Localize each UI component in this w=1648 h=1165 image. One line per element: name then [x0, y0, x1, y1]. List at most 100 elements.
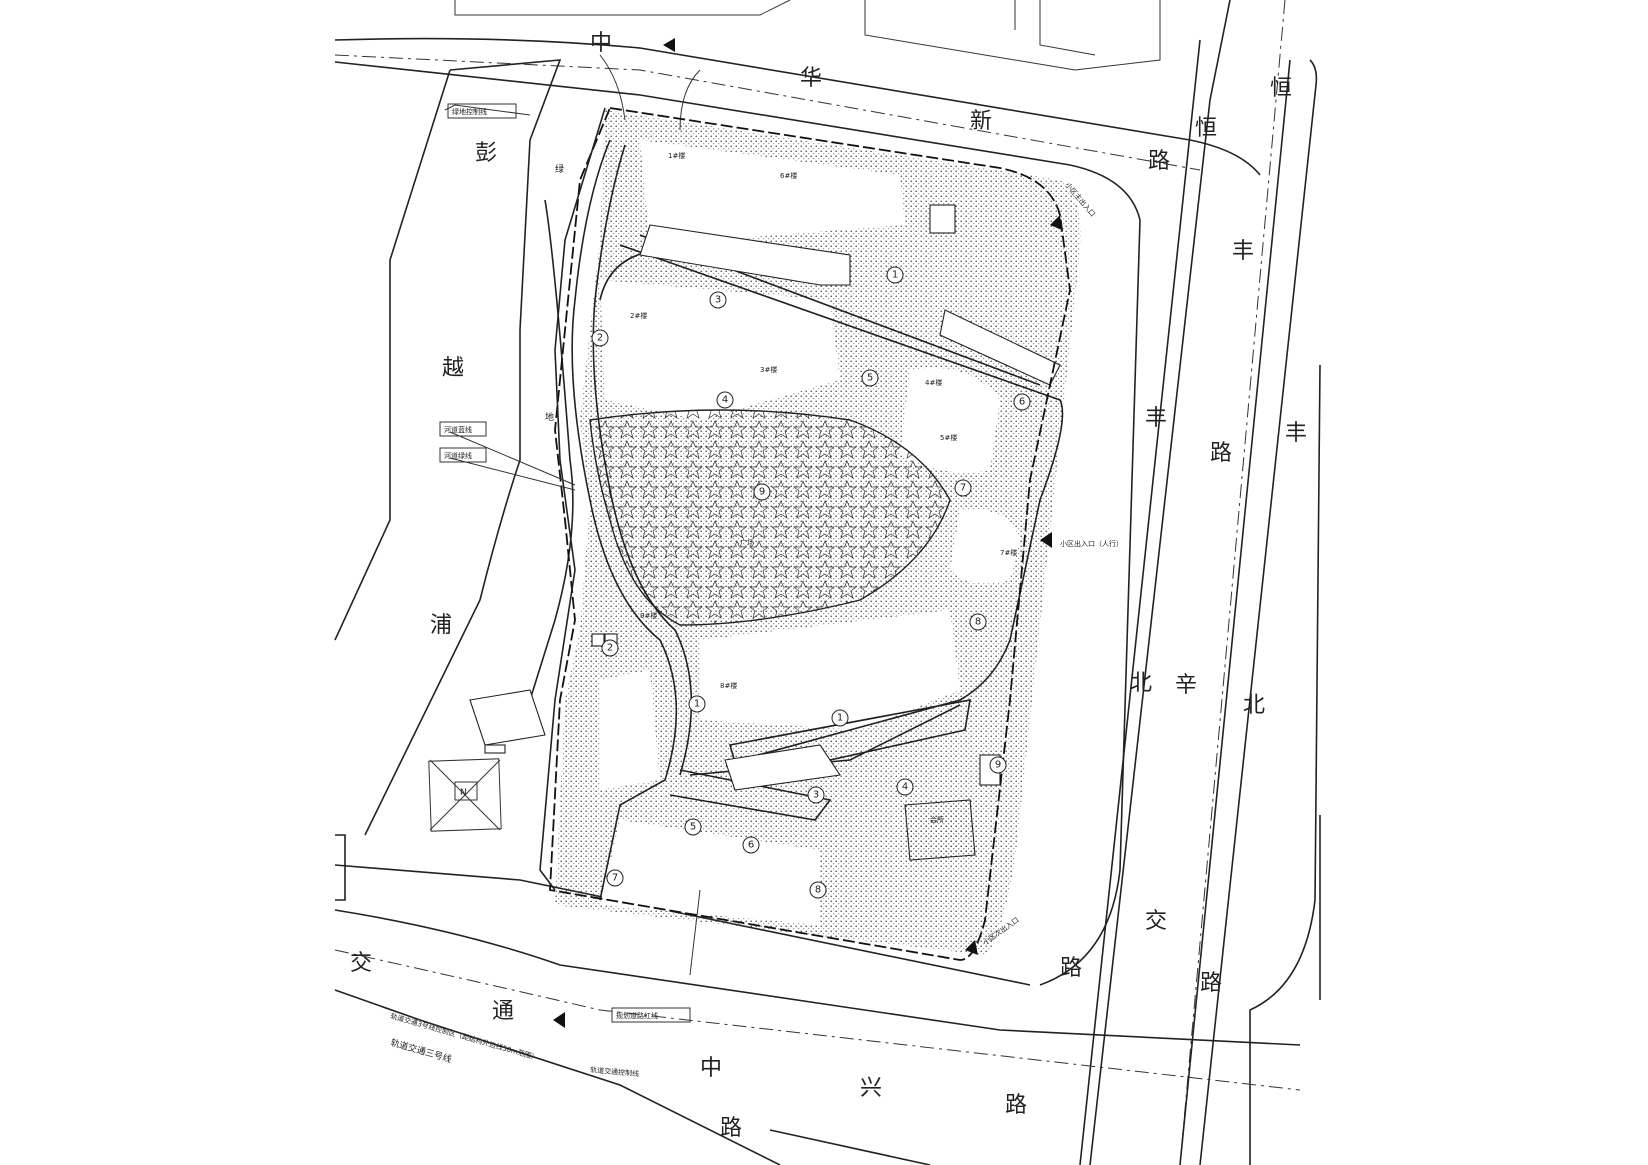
- river-blue-line-label: 河道蓝线: [444, 425, 472, 434]
- building-marker: 6: [1013, 393, 1031, 411]
- river-green-line-label: 河道绿线: [444, 451, 472, 460]
- building-label: 5#楼: [940, 433, 957, 442]
- entrance-arrow-icon: [553, 1012, 565, 1028]
- svg-text:1: 1: [694, 699, 700, 710]
- road-name-char: 丰: [1145, 406, 1167, 431]
- building-marker: 2: [591, 329, 609, 347]
- svg-text:6: 6: [1019, 397, 1025, 408]
- road-name-char: 路: [1210, 441, 1232, 466]
- existing-buildings-north: [454, 0, 1161, 71]
- building-marker: 4: [896, 778, 914, 796]
- clubhouse-block: [904, 799, 976, 861]
- building-marker: 5: [684, 818, 702, 836]
- road-name-char: 路: [1148, 149, 1170, 174]
- site-boundary: [539, 107, 1071, 961]
- building-small-north: [929, 204, 956, 234]
- svg-text:4: 4: [722, 395, 728, 406]
- road-name-char: 中: [590, 31, 612, 56]
- central-plaza: [589, 409, 951, 626]
- building-label: 1#楼: [668, 151, 685, 160]
- building-marker: 1: [886, 266, 904, 284]
- site-interior: [600, 140, 1020, 925]
- svg-text:1: 1: [837, 713, 843, 724]
- north-arrow-block: N: [428, 758, 502, 832]
- road-name-char: 恒: [1195, 116, 1217, 141]
- west-small-building: [469, 689, 546, 754]
- building-label: 2#楼: [630, 311, 647, 320]
- road-name-char: 北: [1130, 671, 1152, 696]
- building-label: 4#楼: [925, 378, 942, 387]
- road-name-char: 中: [700, 1056, 722, 1081]
- road-name-char: 彭: [475, 141, 497, 166]
- svg-text:8: 8: [815, 885, 821, 896]
- svg-text:2: 2: [597, 333, 603, 344]
- svg-text:5: 5: [867, 373, 873, 384]
- svg-text:7: 7: [612, 873, 618, 884]
- green-line-label: 绿地控制线: [452, 107, 487, 116]
- svg-text:3: 3: [813, 790, 819, 801]
- metro-detail-1: 轨道交通3号线控制区（距结构外边线50m范围）: [389, 1011, 539, 1062]
- building-label: 会所: [930, 815, 944, 824]
- zhonghua-xin-road: [334, 37, 1261, 986]
- building-marker: 8: [809, 881, 827, 899]
- road-name-char: 越: [442, 356, 464, 381]
- building-marker: 7: [606, 869, 624, 887]
- road-name-char: 丰: [1232, 239, 1254, 264]
- road-name-char: 新: [970, 109, 992, 134]
- building-marker: 2: [601, 639, 619, 657]
- svg-text:1: 1: [892, 270, 898, 281]
- metro-detail-2: 轨道交通控制线: [590, 1065, 640, 1078]
- svg-text:8: 8: [975, 617, 981, 628]
- entrance-arrow-icon: [663, 38, 675, 52]
- building-marker: 7: [954, 479, 972, 497]
- building-marker: 8: [969, 613, 987, 631]
- building-markers: 1 2 3 4 5 6 7 8 9 1 1 2 3 4 5 6 7 8 9: [591, 266, 1031, 899]
- buildings: [591, 204, 1061, 861]
- road-name-char: 兴: [860, 1076, 882, 1101]
- building-marker: 9: [753, 483, 771, 501]
- building-marker: 5: [861, 369, 879, 387]
- road-name-char: 路: [1060, 956, 1082, 981]
- jiaotong-road: [334, 834, 1301, 1165]
- road-name-char: 交: [350, 951, 372, 976]
- road-name-char: 通: [492, 999, 514, 1024]
- building-marker: 1: [688, 695, 706, 713]
- svg-text:7: 7: [960, 483, 966, 494]
- svg-text:9: 9: [759, 487, 765, 498]
- building-label: 7#楼: [1000, 548, 1017, 557]
- fengbei-road: [1079, 0, 1321, 1165]
- pengyue-pu-canal: [334, 59, 574, 836]
- road-name-char: 辛: [1175, 673, 1197, 698]
- entrance-arrow-icon: [1050, 215, 1062, 230]
- road-name-char: 北: [1243, 693, 1265, 718]
- metro-note: 轨道交通三号线: [389, 1036, 453, 1065]
- building-marker: 6: [742, 836, 760, 854]
- entrance-arrow-icon: [1040, 532, 1052, 548]
- road-name-char: 路: [1200, 971, 1222, 996]
- building-label: 8#楼: [720, 681, 737, 690]
- svg-text:5: 5: [690, 822, 696, 833]
- svg-text:4: 4: [902, 782, 908, 793]
- building-marker: 1: [831, 709, 849, 727]
- road-name-char: 恒: [1270, 76, 1292, 101]
- road-name-char: 丰: [1285, 421, 1307, 446]
- building-marker: 4: [716, 391, 734, 409]
- building-marker: 3: [709, 291, 727, 309]
- canal-label-char: 绿: [555, 163, 564, 175]
- building-label: 6#楼: [780, 171, 797, 180]
- road-name-char: 路: [720, 1116, 742, 1141]
- road-name-char: 浦: [430, 613, 452, 638]
- svg-text:6: 6: [748, 840, 754, 851]
- east-entrance-label: 小区出入口（人行）: [1060, 539, 1123, 548]
- road-name-char: 交: [1145, 909, 1167, 934]
- entrance-arrow-icon: [965, 940, 978, 955]
- road-names: 中 华 新 路 恒 恒 彭 越 浦 丰 路 北 路 丰 丰 北 辛 交 路 交 …: [350, 31, 1307, 1141]
- canal-label-char: 地: [545, 411, 554, 423]
- building-marker: 3: [807, 786, 825, 804]
- building-label: 广场: [740, 538, 754, 547]
- road-redline-label: 规划道路红线: [616, 1011, 658, 1020]
- building-marker: 9: [989, 756, 1007, 774]
- svg-text:9: 9: [995, 760, 1001, 771]
- road-name-char: 华: [800, 66, 822, 91]
